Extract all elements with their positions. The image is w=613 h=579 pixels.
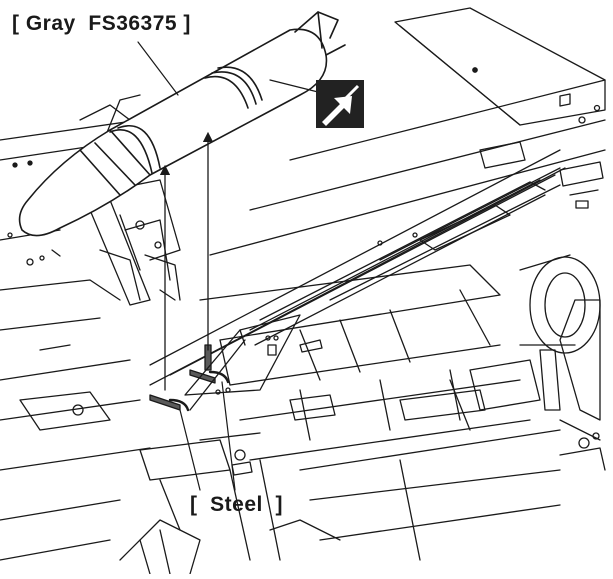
install-direction-icon (316, 80, 364, 128)
pylon-rail (149, 149, 566, 386)
install-arrows (159, 131, 214, 391)
steel-lugs (149, 314, 323, 412)
wing-outline (209, 7, 606, 256)
panel-grid (119, 264, 561, 575)
steel-material-callout: [ Steel ] (190, 493, 284, 516)
fuselage-panels (0, 119, 151, 561)
bomb (18, 11, 346, 237)
paint-color-callout: [ Gray FS36375 ] (12, 12, 191, 35)
main-gear (449, 254, 606, 471)
